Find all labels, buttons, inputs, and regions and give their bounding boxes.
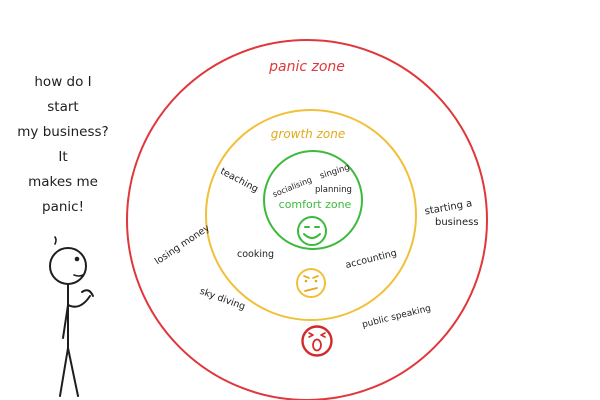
growth-item-cooking: cooking xyxy=(237,249,274,260)
panic-item-losing-money: losing money xyxy=(153,222,212,267)
panic-zone-circle xyxy=(126,39,488,400)
speech-line: It xyxy=(58,149,68,165)
speech-line: how do I xyxy=(34,74,92,90)
speech-line: makes me xyxy=(28,174,98,190)
speech-line: my business? xyxy=(17,124,109,140)
comfort-item-planning: planning xyxy=(315,185,352,195)
comfort-item-socialising: socialising xyxy=(271,175,313,199)
panic-item-starting-business-line1: starting a xyxy=(424,198,473,217)
panic-item-starting-business-line2: business xyxy=(435,217,479,228)
screaming-face-icon xyxy=(301,325,333,357)
speech-line: panic! xyxy=(42,199,84,215)
panic-item-sky-diving: sky diving xyxy=(198,286,247,313)
smiling-face-icon xyxy=(297,216,327,246)
comfort-item-singing: singing xyxy=(319,163,351,182)
panic-zone-label: panic zone xyxy=(268,59,345,75)
panic-item-public-speaking: public speaking xyxy=(361,304,432,331)
comfort-zone-label: comfort zone xyxy=(279,198,352,211)
growth-zone-label: growth zone xyxy=(271,127,345,141)
worried-face-icon xyxy=(296,268,326,298)
speech-line: start xyxy=(47,99,79,115)
growth-item-teaching: teaching xyxy=(218,166,260,195)
stick-figure-icon xyxy=(49,236,94,397)
comfort-zone-circle xyxy=(263,150,363,250)
growth-item-accounting: accounting xyxy=(344,248,398,271)
speech-text: how do I start my business? It makes me … xyxy=(8,70,118,220)
growth-zone-circle xyxy=(205,109,417,321)
